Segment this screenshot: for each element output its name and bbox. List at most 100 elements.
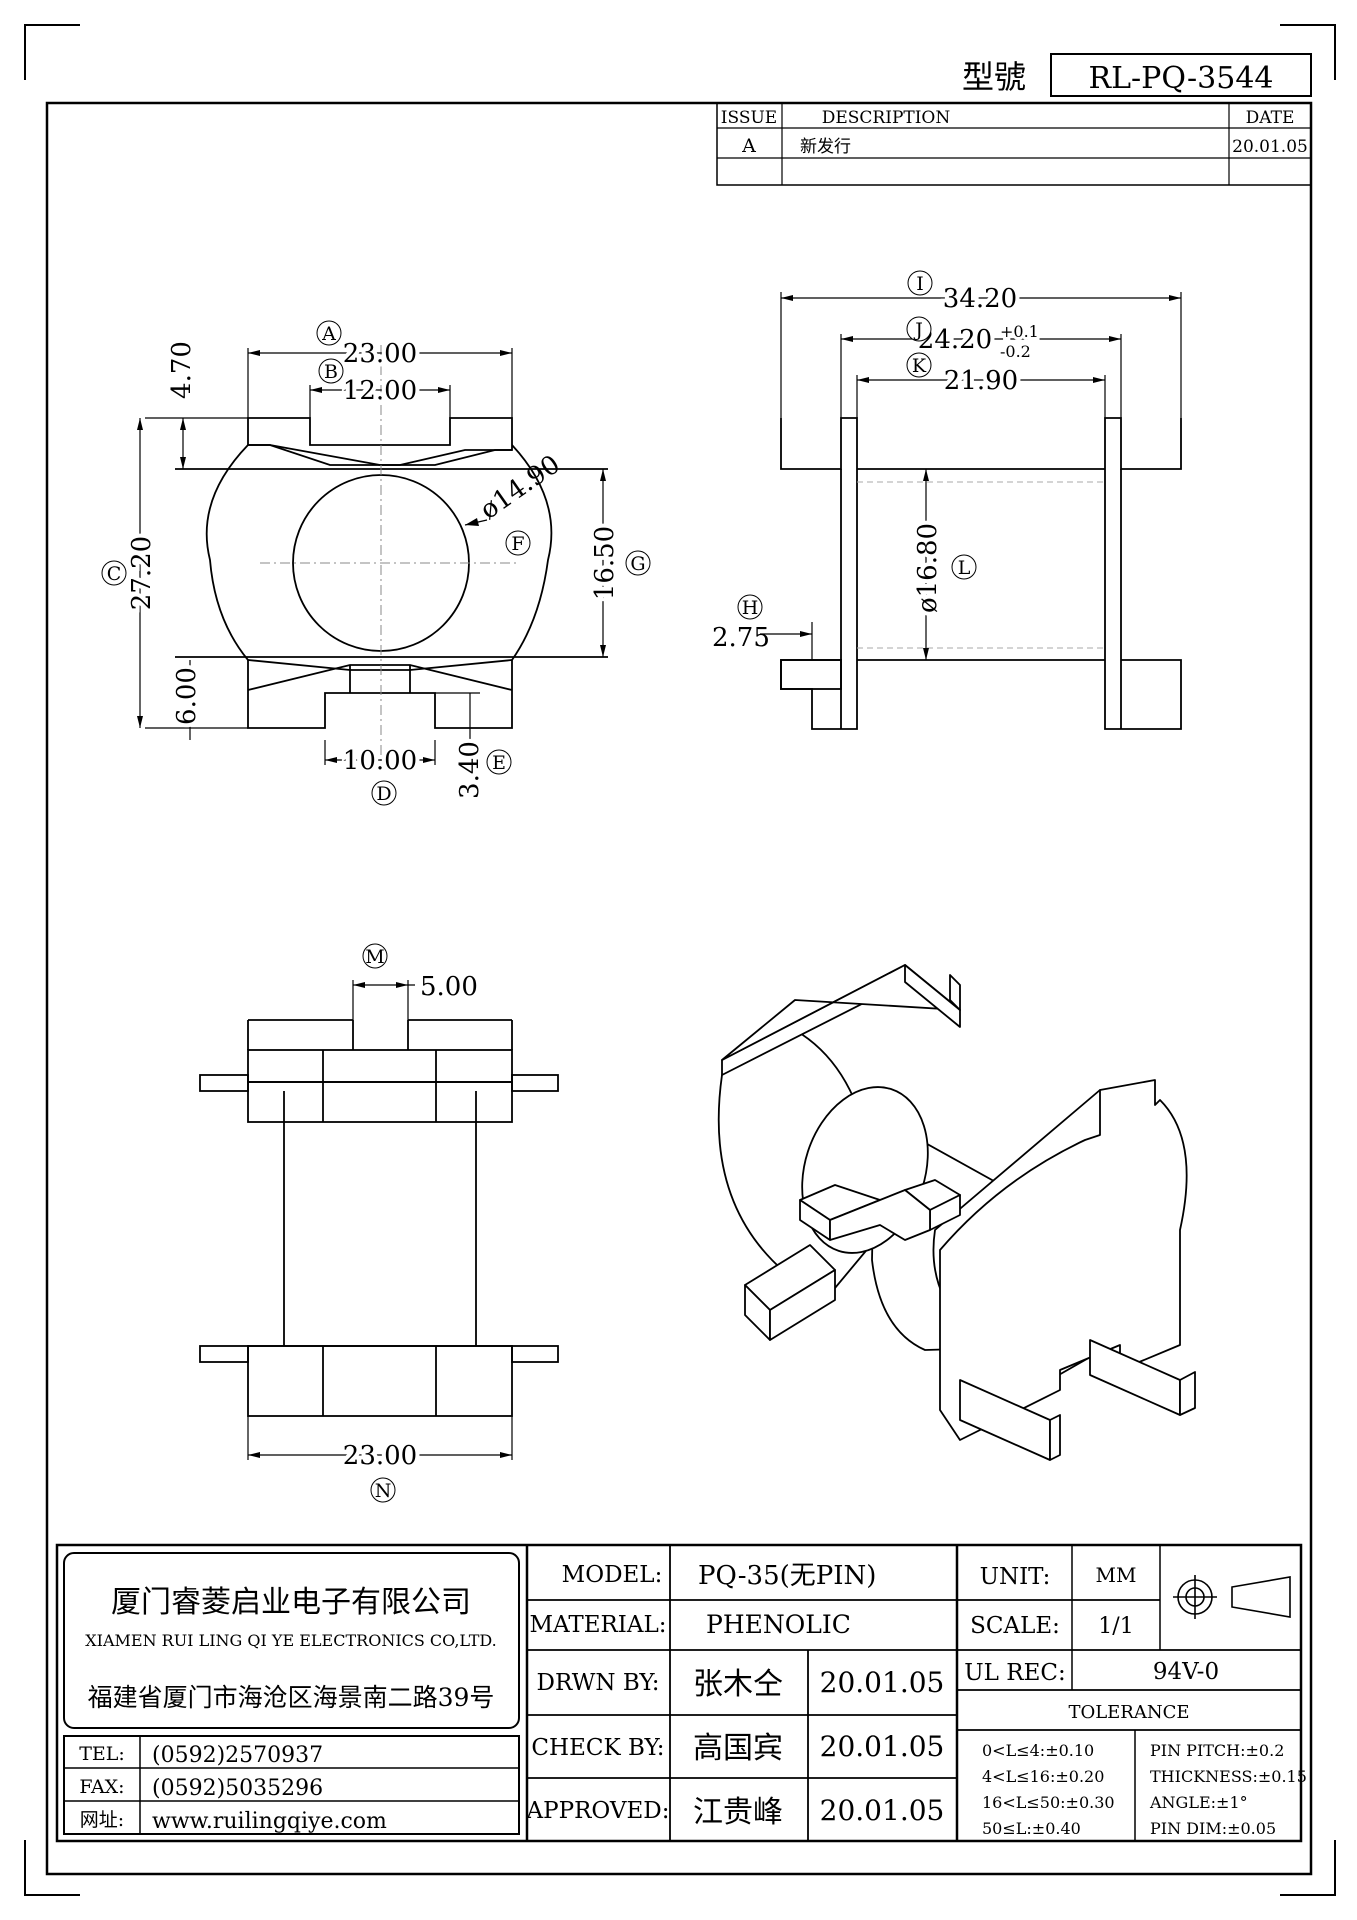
dim-j-group: 24.20 +0.1 -0.2 [914,319,1042,364]
label-f-circle [505,530,531,556]
check-by-label: CHECK BY: [531,1735,664,1761]
approved-date: 20.01.05 [820,1794,945,1827]
label-c-circle [101,560,127,586]
rev-issue-a: A [741,135,756,157]
tel-value: (0592)2570937 [152,1743,323,1768]
model-field-value: PQ-35(无PIN) [698,1561,876,1591]
label-j: J [913,319,923,341]
dim-l-value: ø16.80 [913,523,943,613]
label-n: N [375,1480,392,1502]
material-field-label: MATERIAL: [529,1612,666,1638]
dim-b-value: 12.00 [343,376,417,406]
rev-header-description: DESCRIPTION [822,108,951,128]
approved-label: APPROVED: [526,1798,670,1824]
dim-a-value: 23.00 [343,339,417,369]
isometric-view [717,964,1196,1461]
dim-k-value: 21.90 [944,366,1018,396]
side-view: 34.20 24.20 +0.1 -0.2 21.90 ø16.80 2.75 … [712,270,1182,730]
projection-symbol-icon [1173,1575,1291,1619]
label-n-circle [370,1477,396,1503]
fax-value: (0592)5035296 [152,1776,323,1801]
label-e: E [492,752,506,774]
tolerance-3: 16<L≤50:±0.30 [982,1793,1115,1812]
drawn-date: 20.01.05 [820,1666,945,1699]
label-j-circle [906,316,932,342]
dim-m-value: 5.00 [420,972,478,1002]
ul-rec-value: 94V-0 [1153,1659,1219,1685]
drawn-by-label: DRWN BY: [537,1670,660,1696]
front-view: 23.00 12.00 10.00 ø14.90 27.20 4.70 6.00… [101,320,651,806]
label-l-circle [951,554,977,580]
company-address: 福建省厦门市海沧区海景南二路39号 [88,1683,495,1712]
dim-j-tol-plus: +0.1 [1000,322,1039,341]
unit-label: UNIT: [980,1564,1051,1590]
label-a-circle [316,320,342,346]
check-date: 20.01.05 [820,1730,945,1763]
tel-label: TEL: [79,1743,125,1765]
approved-by-name: 江贵峰 [693,1795,783,1830]
label-h: H [742,597,759,619]
model-field-label: MODEL: [562,1562,663,1588]
tolerance-2: 4<L≤16:±0.20 [982,1767,1104,1786]
title-block: 厦门睿菱启业电子有限公司 XIAMEN RUI LING QI YE ELECT… [55,1543,1307,1843]
label-b-circle [318,358,344,384]
model-number: RL-PQ-3544 [1088,61,1273,96]
model-label: 型號 [962,58,1026,96]
material-field-value: PHENOLIC [706,1610,851,1639]
dim-bottom-value: 6.00 [172,667,202,725]
dim-n-value: 23.00 [343,1441,417,1471]
dim-d-value: 10.00 [343,746,417,776]
label-m: M [365,946,384,968]
rev-header-issue: ISSUE [721,108,777,128]
dim-i-value: 34.20 [943,284,1017,314]
bottom-view: 5.00 23.00 M N [199,943,559,1503]
label-b: B [324,361,338,383]
label-g-circle [625,550,651,576]
web-value: www.ruilingqiye.com [152,1809,387,1834]
scale-label: SCALE: [970,1613,1060,1639]
pin-dim-tolerance: PIN DIM:±0.05 [1150,1819,1276,1838]
sheet-frame [45,101,1313,1876]
angle-tolerance: ANGLE:±1° [1149,1793,1248,1812]
dim-top-value: 4.70 [167,341,197,399]
dim-g-value: 16.50 [590,526,620,600]
label-c: C [107,563,122,585]
fax-label: FAX: [79,1776,124,1798]
tolerance-1: 0<L≤4:±0.10 [982,1741,1094,1760]
check-by-name: 高国宾 [693,1731,783,1766]
unit-value: MM [1096,1563,1137,1587]
company-name-en: XIAMEN RUI LING QI YE ELECTRONICS CO,LTD… [85,1631,497,1650]
label-m-circle [362,943,388,969]
rev-date-a: 20.01.05 [1232,137,1308,157]
ul-rec-label: UL REC: [964,1660,1065,1686]
label-a: A [321,323,336,345]
label-h-circle [737,594,763,620]
drawn-by-name: 张木仝 [693,1667,783,1702]
dim-e-value: 3.40 [455,741,485,799]
web-label: 网址: [80,1809,124,1831]
rev-description-a: 新发行 [800,137,851,157]
tolerance-heading: TOLERANCE [1068,1702,1189,1723]
company-name-cn: 厦门睿菱启业电子有限公司 [111,1585,471,1620]
label-g: G [630,553,645,575]
dim-c-value: 27.20 [127,536,157,610]
rev-header-date: DATE [1246,108,1295,128]
label-i-circle [907,270,933,296]
dim-f-value: ø14.90 [475,449,566,525]
label-i: I [916,273,924,295]
model-header: 型號 RL-PQ-3544 [962,53,1312,97]
label-f: F [511,533,524,555]
pin-pitch-tolerance: PIN PITCH:±0.2 [1150,1741,1284,1760]
corner-marks [24,24,1336,1896]
label-k-circle [906,352,932,378]
label-e-circle [486,749,512,775]
dim-j-tol-minus: -0.2 [1000,342,1031,361]
label-d-circle [371,780,397,806]
dim-h-value: 2.75 [712,623,770,653]
revision-table: ISSUE DESCRIPTION DATE A 新发行 20.01.05 [716,102,1312,186]
scale-value: 1/1 [1098,1614,1133,1639]
label-d: D [376,783,391,805]
label-l: L [958,557,971,579]
thickness-tolerance: THICKNESS:±0.15 [1150,1767,1307,1786]
